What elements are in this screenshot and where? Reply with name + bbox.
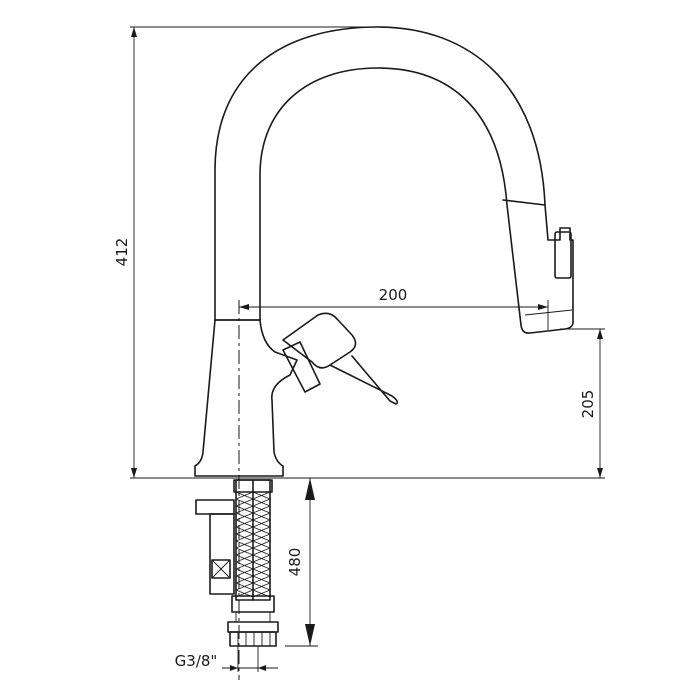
hoses-assembly	[195, 479, 279, 647]
faucet-spout	[214, 26, 574, 334]
dim-thread-label: G3/8"	[175, 652, 218, 670]
spray-button	[554, 231, 572, 279]
dim-spout-height-label: 205	[579, 390, 597, 419]
dim-thread: G3/8"	[175, 646, 278, 672]
hose-braid-texture	[235, 491, 271, 598]
dim-reach-label: 200	[379, 286, 408, 304]
dim-hose-length-label: 480	[286, 548, 304, 577]
lever-handle	[282, 312, 399, 405]
dim-total-height: 412	[113, 26, 378, 478]
dim-hose-length: 480	[285, 478, 318, 647]
dim-spout-height: 205	[560, 328, 605, 478]
dim-reach: 200	[239, 286, 549, 330]
faucet-body	[194, 319, 298, 477]
dim-total-height-label: 412	[113, 238, 131, 267]
